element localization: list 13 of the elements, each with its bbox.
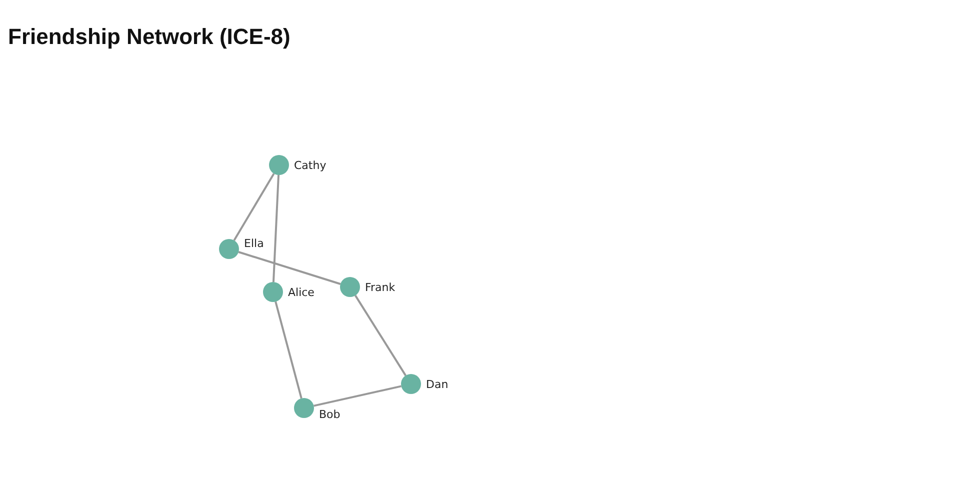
node-label: Bob bbox=[319, 408, 340, 420]
connector-line bbox=[272, 174, 280, 282]
node-label: Alice bbox=[288, 286, 314, 298]
connector-line bbox=[238, 251, 341, 285]
connector-line bbox=[354, 294, 407, 376]
connector-line bbox=[314, 385, 402, 407]
node-label: Frank bbox=[365, 280, 396, 294]
node-label: Cathy bbox=[294, 158, 326, 172]
node-label: Ella bbox=[244, 236, 264, 250]
diagram-title: Friendship Network (ICE-8) bbox=[8, 24, 290, 50]
connector-line bbox=[274, 301, 302, 399]
node-label: Dan bbox=[426, 378, 448, 390]
connector-line bbox=[233, 173, 275, 241]
